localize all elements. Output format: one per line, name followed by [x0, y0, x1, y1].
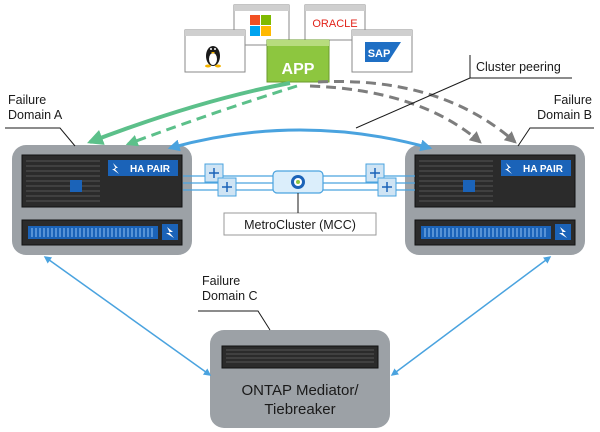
- sap-window: SAP: [351, 29, 413, 73]
- failure-domain-c-label-line1: Failure: [202, 274, 240, 288]
- metrocluster-label: MetroCluster (MCC): [244, 218, 356, 232]
- netapp-logo-icon: [70, 180, 82, 192]
- app-to-domain-b-dashed-arrow-1: [309, 84, 482, 144]
- mediator-link-right: [390, 256, 552, 376]
- app-windows-group: ORACLE SAP APP: [184, 4, 413, 83]
- failure-domain-c-label-line2: Domain C: [202, 289, 258, 303]
- metrocluster-fabric: [183, 163, 415, 197]
- failure-domain-b-leader-line: [517, 127, 594, 147]
- failure-domain-c-panel: ONTAP Mediator/ Tiebreaker: [210, 330, 390, 428]
- app-label: APP: [282, 61, 315, 78]
- failure-domain-a-label-line1: Failure: [8, 93, 46, 107]
- metrocluster-unit-icon: [272, 170, 324, 194]
- lightning-icon: [112, 163, 119, 174]
- windows-logo-icon: [250, 15, 271, 36]
- metrocluster-label-box: [223, 212, 377, 236]
- failure-domain-a-leader-line: [5, 127, 76, 147]
- lightning-icon: [505, 163, 512, 174]
- failure-domain-b-panel: HA PAIR: [405, 145, 585, 255]
- app-to-domain-a-arrow: [87, 81, 291, 145]
- failure-domain-b-label-line1: Failure: [554, 93, 592, 107]
- failure-domain-c-leader-line: [198, 310, 271, 331]
- mediator-label-line1: ONTAP Mediator/: [242, 382, 360, 399]
- mediator-label-line2: Tiebreaker: [264, 401, 335, 418]
- linux-window: [184, 29, 246, 73]
- fabric-switch-right-2: [377, 177, 397, 197]
- app-window: APP: [266, 39, 330, 83]
- oracle-logo-text: ORACLE: [312, 18, 357, 30]
- sap-logo-text: SAP: [368, 48, 391, 60]
- cluster-peering-label: Cluster peering: [476, 60, 561, 74]
- failure-domain-b-label-line2: Domain B: [537, 108, 592, 122]
- failure-domain-a-panel: HA PAIR: [12, 145, 192, 255]
- sap-logo-icon: [365, 42, 401, 62]
- linux-penguin-icon: [205, 46, 221, 68]
- fabric-switch-left-2: [217, 177, 237, 197]
- cluster-peering-arrow: [167, 128, 433, 152]
- ha-pair-badge-left: HA PAIR: [130, 164, 171, 175]
- labels-group: Failure Domain A Failure Domain B Cluste…: [5, 55, 594, 331]
- cluster-peering-leader-line: [355, 55, 572, 129]
- app-to-domain-a-dashed-arrow: [125, 84, 298, 147]
- arrows-group: [43, 80, 552, 376]
- netapp-logo-icon: [463, 180, 475, 192]
- mediator-link-left: [43, 256, 212, 376]
- ha-pair-badge-right: HA PAIR: [523, 164, 564, 175]
- failure-domain-a-label-line2: Domain A: [8, 108, 63, 122]
